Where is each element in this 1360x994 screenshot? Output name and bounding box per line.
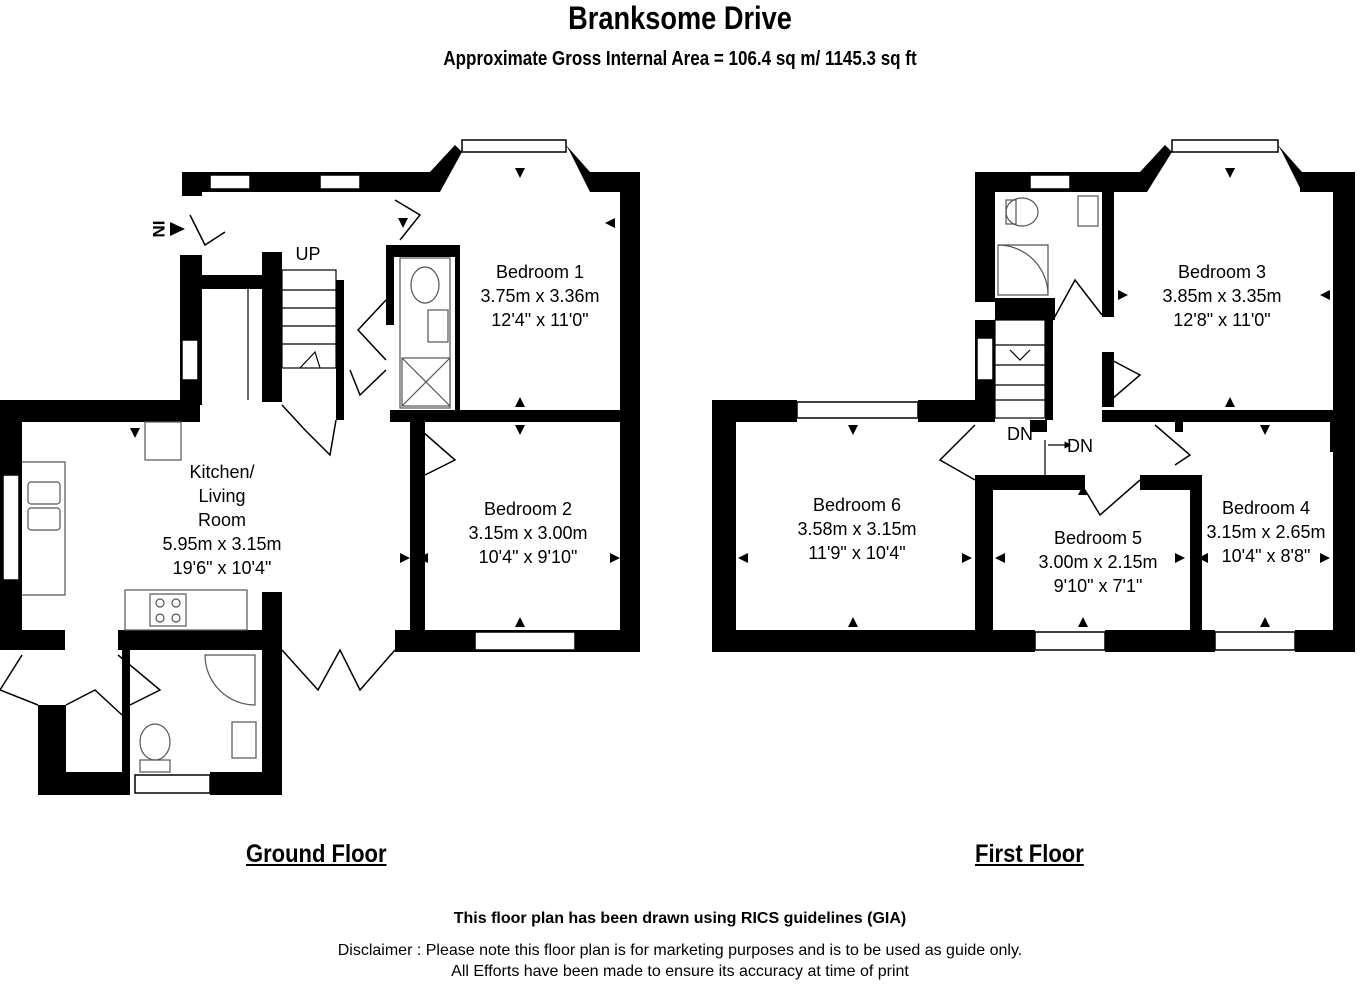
- kitchen-metric: 5.95m x 3.15m: [162, 534, 281, 554]
- entrance-label: IN: [149, 221, 168, 238]
- ground-floor-walls: [0, 145, 640, 795]
- bedroom-1-name: Bedroom 1: [496, 262, 584, 282]
- ground-floor-label: Ground Floor: [246, 840, 387, 868]
- rics-note: This floor plan has been drawn using RIC…: [453, 910, 907, 927]
- first-floor-doors: [938, 278, 1192, 517]
- bedroom-3-imperial: 12'8" x 11'0": [1173, 310, 1270, 330]
- first-floor-windows: [796, 139, 1296, 651]
- kitchen-name-line3: Room: [198, 510, 246, 530]
- ground-floor-windows: [2, 139, 576, 794]
- first-floor-plan: DN DN Bedroom 3 3.85m x 3.35m 12'8" x 11…: [712, 139, 1355, 652]
- bedroom-1-imperial: 12'4" x 11'0": [491, 310, 588, 330]
- bedroom-2-name: Bedroom 2: [484, 499, 572, 519]
- bedroom-4-metric: 3.15m x 2.65m: [1206, 522, 1325, 542]
- gross-area: Approximate Gross Internal Area = 106.4 …: [443, 48, 917, 70]
- bedroom-5-metric: 3.00m x 2.15m: [1038, 552, 1157, 572]
- ground-floor-fixtures: [22, 257, 451, 773]
- down-label-2: DN: [1067, 436, 1093, 456]
- kitchen-name-line1: Kitchen/: [189, 462, 254, 482]
- plan-title: Branksome Drive: [568, 0, 792, 36]
- down-label-1: DN: [1007, 424, 1033, 444]
- bedroom-4-imperial: 10'4" x 8'8": [1222, 546, 1311, 566]
- up-label: UP: [295, 244, 320, 264]
- disclaimer-line-2: All Efforts have been made to ensure its…: [451, 963, 909, 980]
- bedroom-2-metric: 3.15m x 3.00m: [468, 523, 587, 543]
- bedroom-6-name: Bedroom 6: [813, 495, 901, 515]
- disclaimer-line-1: Disclaimer : Please note this floor plan…: [337, 942, 1023, 959]
- bedroom-5-name: Bedroom 5: [1054, 528, 1142, 548]
- bedroom-2-imperial: 10'4" x 9'10": [479, 547, 578, 567]
- first-floor-dimension-markers: [738, 168, 1330, 627]
- kitchen-name-line2: Living: [198, 486, 245, 506]
- ground-floor-stairs: [247, 269, 337, 400]
- bedroom-5-imperial: 9'10" x 7'1": [1054, 576, 1143, 596]
- ground-floor-dimension-markers: [130, 168, 620, 627]
- bedroom-1-metric: 3.75m x 3.36m: [480, 286, 599, 306]
- bedroom-6-imperial: 11'9" x 10'4": [808, 543, 905, 563]
- bedroom-6-metric: 3.58m x 3.15m: [797, 519, 916, 539]
- bedroom-3-metric: 3.85m x 3.35m: [1162, 286, 1281, 306]
- ground-floor-plan: IN UP Bedroom 1 3.75m x 3.36m 12'4" x 11…: [0, 139, 640, 795]
- first-floor-label: First Floor: [975, 840, 1084, 868]
- first-floor-stairs: [994, 319, 1072, 478]
- kitchen-imperial: 19'6" x 10'4": [173, 558, 272, 578]
- bedroom-3-name: Bedroom 3: [1178, 262, 1266, 282]
- entrance-marker: IN: [149, 221, 185, 238]
- ground-floor-doors: [0, 199, 457, 716]
- bedroom-4-name: Bedroom 4: [1222, 498, 1310, 518]
- first-floor-fixtures: [997, 195, 1099, 296]
